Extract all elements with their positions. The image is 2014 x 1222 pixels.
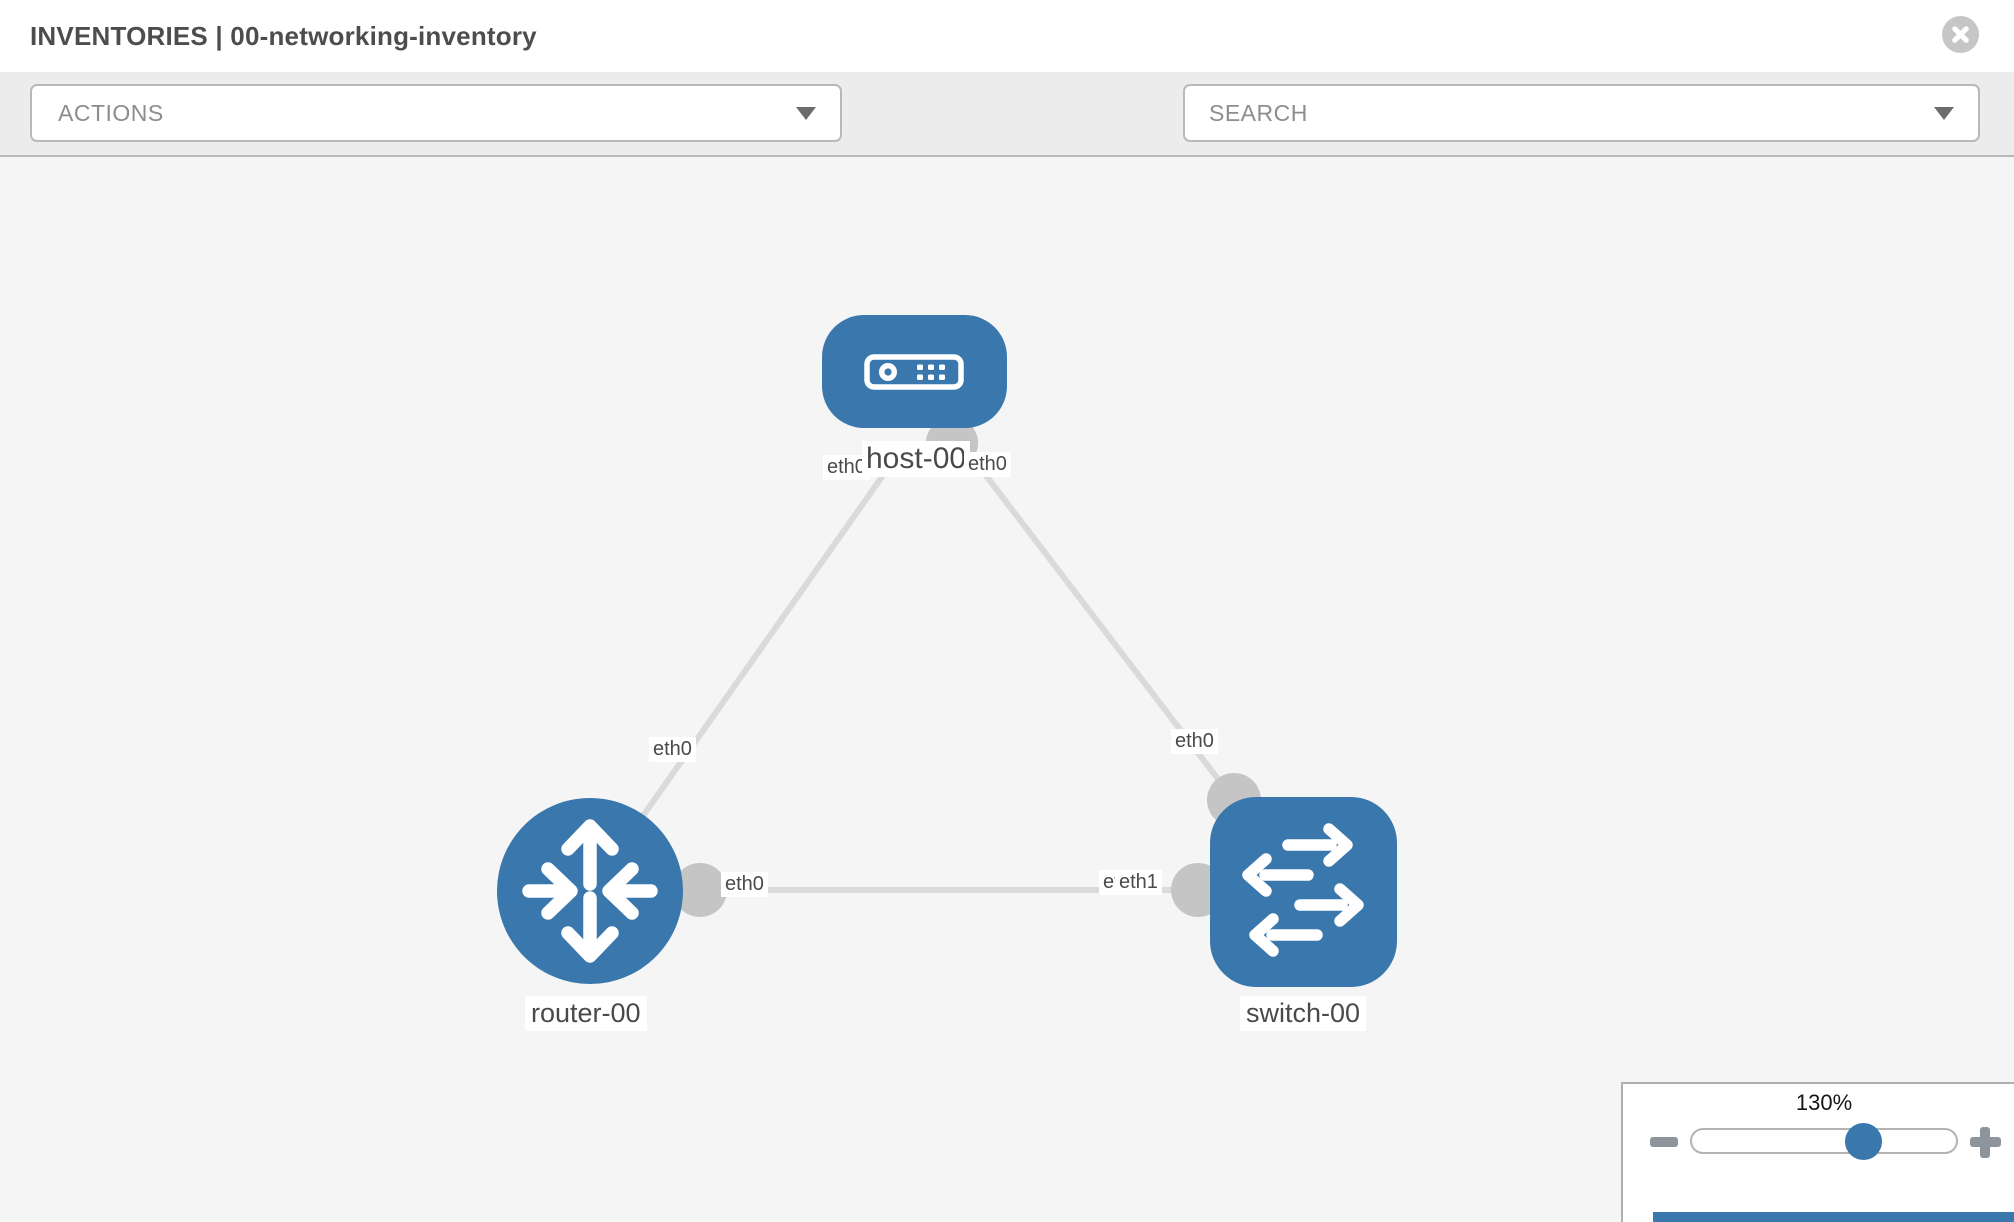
node-label-host: host-00	[862, 441, 971, 477]
zoom-level-readout: 130%	[1795, 1090, 1853, 1115]
node-host-00[interactable]	[822, 315, 1007, 428]
page-title: INVENTORIES | 00-networking-inventory	[30, 21, 537, 51]
router-icon	[522, 819, 658, 963]
search-dropdown[interactable]	[1183, 84, 1980, 142]
node-label-switch: switch-00	[1240, 996, 1367, 1031]
node-router-00[interactable]	[497, 798, 683, 984]
zoom-slider-thumb[interactable]	[1845, 1123, 1882, 1160]
plus-icon	[1980, 1127, 1990, 1158]
node-label-router: router-00	[525, 996, 647, 1031]
actions-dropdown-label: ACTIONS	[58, 99, 164, 126]
switch-icon	[1242, 823, 1364, 957]
header-bar: INVENTORIES | 00-networking-inventory	[0, 0, 2014, 72]
search-input[interactable]	[1209, 99, 1918, 127]
close-icon	[1952, 26, 1969, 43]
zoom-slider-track[interactable]	[1690, 1128, 1958, 1154]
interface-label: eth1	[1115, 870, 1162, 895]
interface-label: eth0	[721, 872, 768, 897]
actions-dropdown[interactable]: ACTIONS	[30, 84, 842, 142]
chevron-down-icon	[796, 107, 816, 120]
interface-label: eth0	[1171, 729, 1218, 754]
interface-connector-router[interactable]	[673, 863, 727, 917]
toolbar: ACTIONS	[0, 72, 2014, 157]
host-icon	[864, 354, 964, 390]
chevron-down-icon	[1934, 107, 1954, 120]
key-button-cutoff[interactable]	[1653, 1212, 2014, 1222]
zoom-in-button[interactable]	[1970, 1127, 2001, 1158]
node-switch-00[interactable]	[1210, 797, 1397, 987]
interface-label: eth0	[649, 737, 696, 762]
zoom-out-button[interactable]	[1650, 1137, 1678, 1147]
close-button[interactable]	[1942, 16, 1979, 53]
interface-label: eth0	[964, 452, 1011, 477]
